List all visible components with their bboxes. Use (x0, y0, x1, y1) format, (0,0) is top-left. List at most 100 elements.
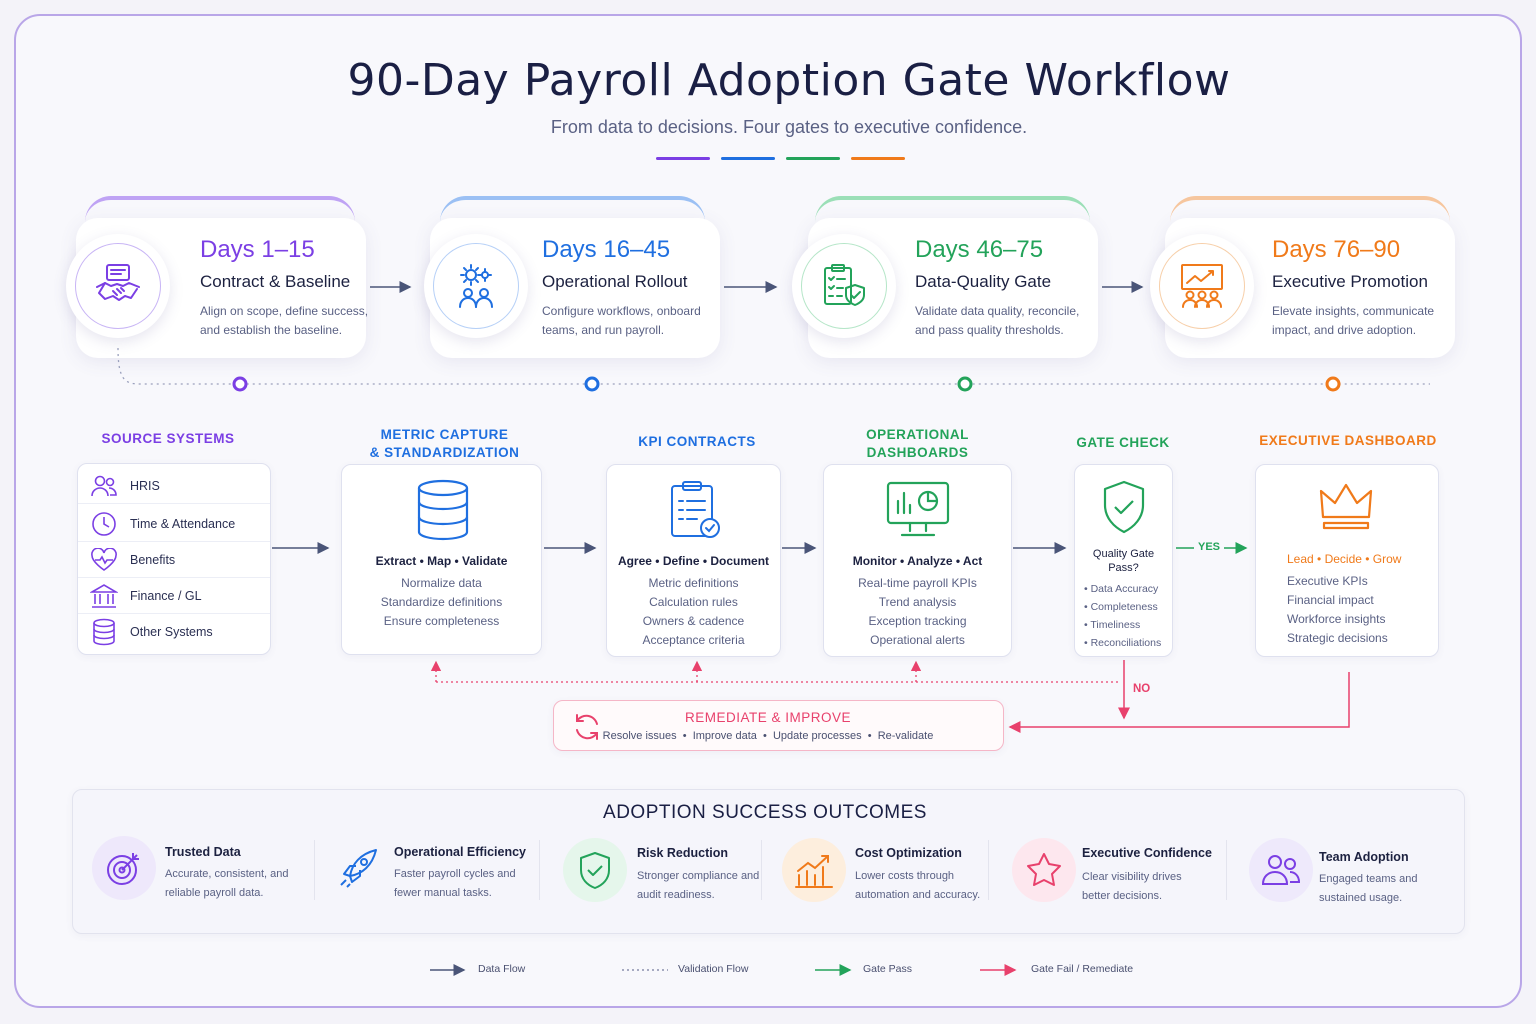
metric-title: METRIC CAPTURE & STANDARDIZATION (352, 426, 537, 462)
people-icon (91, 475, 117, 496)
no-label: NO (1133, 683, 1151, 695)
source-label-hris: HRIS (130, 478, 160, 493)
gate-item: • Reconciliations (1084, 637, 1162, 649)
ops-line: Operational alerts (870, 633, 965, 647)
clock-icon (92, 511, 116, 536)
outcome-title-trusted-data: Trusted Data (165, 845, 241, 859)
ops-line: Trend analysis (878, 595, 957, 609)
shield-check-icon (580, 852, 610, 889)
exec-line: Executive KPIs (1287, 574, 1368, 588)
outcome-icon-circle-4 (782, 838, 846, 902)
phase-desc-4: Elevate insights, communicate impact, an… (1272, 304, 1435, 337)
source-label-time: Time & Attendance (130, 516, 236, 531)
operational-dashboards-box[interactable]: Monitor • Analyze • Act Real-time payrol… (823, 464, 1012, 657)
exec-line: Financial impact (1287, 593, 1374, 607)
phase-desc-1: Align on scope, define success, and esta… (200, 304, 369, 337)
phase-desc-2: Configure workflows, onboard teams, and … (542, 304, 701, 337)
source-label-other: Other Systems (130, 625, 213, 639)
checklist-shield-icon (824, 264, 865, 306)
outcome-icon-circle-6 (1249, 838, 1313, 902)
phase-accent-4 (1170, 196, 1450, 222)
source-item-benefits[interactable]: Benefits (78, 542, 270, 578)
kpi-line: Owners & cadence (642, 614, 745, 628)
shield-check-icon (1103, 480, 1145, 534)
star-icon (1027, 853, 1061, 886)
gate-check-box[interactable]: Quality Gate Pass? • Data Accuracy • Com… (1074, 464, 1173, 657)
handshake-icon (96, 264, 140, 301)
team-gear-icon (459, 264, 493, 308)
metric-capture-box[interactable]: Extract • Map • Validate Normalize data … (341, 464, 542, 655)
remediate-box[interactable]: REMEDIATE & IMPROVE Resolve issues • Imp… (553, 700, 1004, 751)
source-item-hris[interactable]: HRIS (78, 468, 270, 504)
page-subtitle: From data to decisions. Four gates to ex… (550, 117, 1028, 137)
source-item-other[interactable]: Other Systems (78, 614, 270, 650)
kpi-contracts-box[interactable]: Agree • Define • Document Metric definit… (606, 464, 781, 657)
kpi-line: Metric definitions (648, 576, 739, 590)
metric-title-line-2: & STANDARDIZATION (369, 445, 520, 460)
legend-gate-pass: Gate Pass (863, 963, 912, 975)
source-label-finance: Finance / GL (130, 588, 202, 603)
metric-line: Ensure completeness (383, 614, 500, 628)
gate-item: • Completeness (1084, 601, 1158, 613)
refresh-icon (576, 714, 598, 740)
exec-line: Workforce insights (1287, 612, 1386, 626)
timeline (117, 347, 1430, 385)
heart-icon (91, 547, 117, 571)
source-label-benefits: Benefits (130, 552, 176, 567)
metric-line: Normalize data (401, 576, 482, 590)
outcome-divider (988, 840, 989, 900)
outcome-title-team: Team Adoption (1319, 850, 1409, 864)
gate-question-line-2: Pass? (1108, 562, 1139, 574)
yes-label: YES (1198, 541, 1221, 553)
outcome-icon-circle-1 (92, 836, 156, 900)
phase-days-4: Days 76–90 (1272, 236, 1401, 263)
ops-title-line-2: DASHBOARDS (866, 445, 969, 460)
source-item-time[interactable]: Time & Attendance (78, 506, 270, 542)
phase-icon-circle-4 (1150, 234, 1254, 338)
exec-title: EXECUTIVE DASHBOARD (1259, 433, 1437, 448)
ops-line: Exception tracking (868, 614, 967, 628)
phase-name-4: Executive Promotion (1272, 272, 1428, 291)
ops-title: OPERATIONAL DASHBOARDS (830, 426, 1005, 462)
outcome-desc-confidence: Clear visibility drives better decisions… (1082, 871, 1182, 902)
outcome-title-risk: Risk Reduction (637, 846, 728, 860)
database-icon (93, 618, 115, 646)
gate-item: • Data Accuracy (1084, 583, 1159, 595)
outcomes-panel (72, 789, 1465, 934)
legend-label: Gate Fail / Remediate (1031, 963, 1134, 975)
legend-validation-flow: Validation Flow (678, 963, 748, 975)
outcome-divider (314, 840, 315, 900)
outcome-title-cost: Cost Optimization (855, 846, 962, 860)
source-item-finance[interactable]: Finance / GL (78, 578, 270, 614)
outcome-icon-circle-5 (1012, 838, 1076, 902)
phase-icon-circle-2 (424, 234, 528, 338)
outcomes-title: ADOPTION SUCCESS OUTCOMES (603, 802, 927, 823)
kpi-head: Agree • Define • Document (617, 554, 770, 568)
ops-line: Real-time payroll KPIs (858, 576, 977, 590)
timeline-dots (232, 376, 1341, 392)
outcome-desc-cost: Lower costs through automation and accur… (855, 870, 981, 901)
legend-label: Gate Pass (863, 963, 913, 975)
outcome-divider (1226, 840, 1227, 900)
clipboard-check-icon (671, 481, 720, 538)
crown-icon (1319, 483, 1373, 530)
phase-icon-circle-3 (792, 234, 896, 338)
gate-item: • Timeliness (1084, 619, 1141, 631)
legend-label: Data Flow (478, 963, 526, 975)
title-underline-purple (656, 157, 710, 160)
phase-name-1: Contract & Baseline (200, 272, 351, 291)
monitor-chart-icon (886, 481, 950, 537)
outcome-icon-circle-2 (326, 836, 390, 900)
ops-head: Monitor • Analyze • Act (852, 554, 983, 568)
page-title: 90-Day Payroll Adoption Gate Workflow (347, 55, 1231, 106)
target-icon (107, 853, 139, 885)
outcome-title-efficiency: Operational Efficiency (394, 845, 526, 859)
rocket-icon (340, 849, 377, 888)
metric-line: Standardize definitions (380, 595, 503, 609)
outcome-desc-trusted-data: Accurate, consistent, and reliable payro… (165, 868, 289, 899)
gate-question-line-1: Quality Gate (1092, 548, 1155, 560)
team-icon (1261, 855, 1301, 885)
executive-dashboard-box[interactable]: Lead • Decide • Grow Executive KPIs Fina… (1255, 464, 1439, 657)
phase-name-2: Operational Rollout (542, 272, 688, 291)
